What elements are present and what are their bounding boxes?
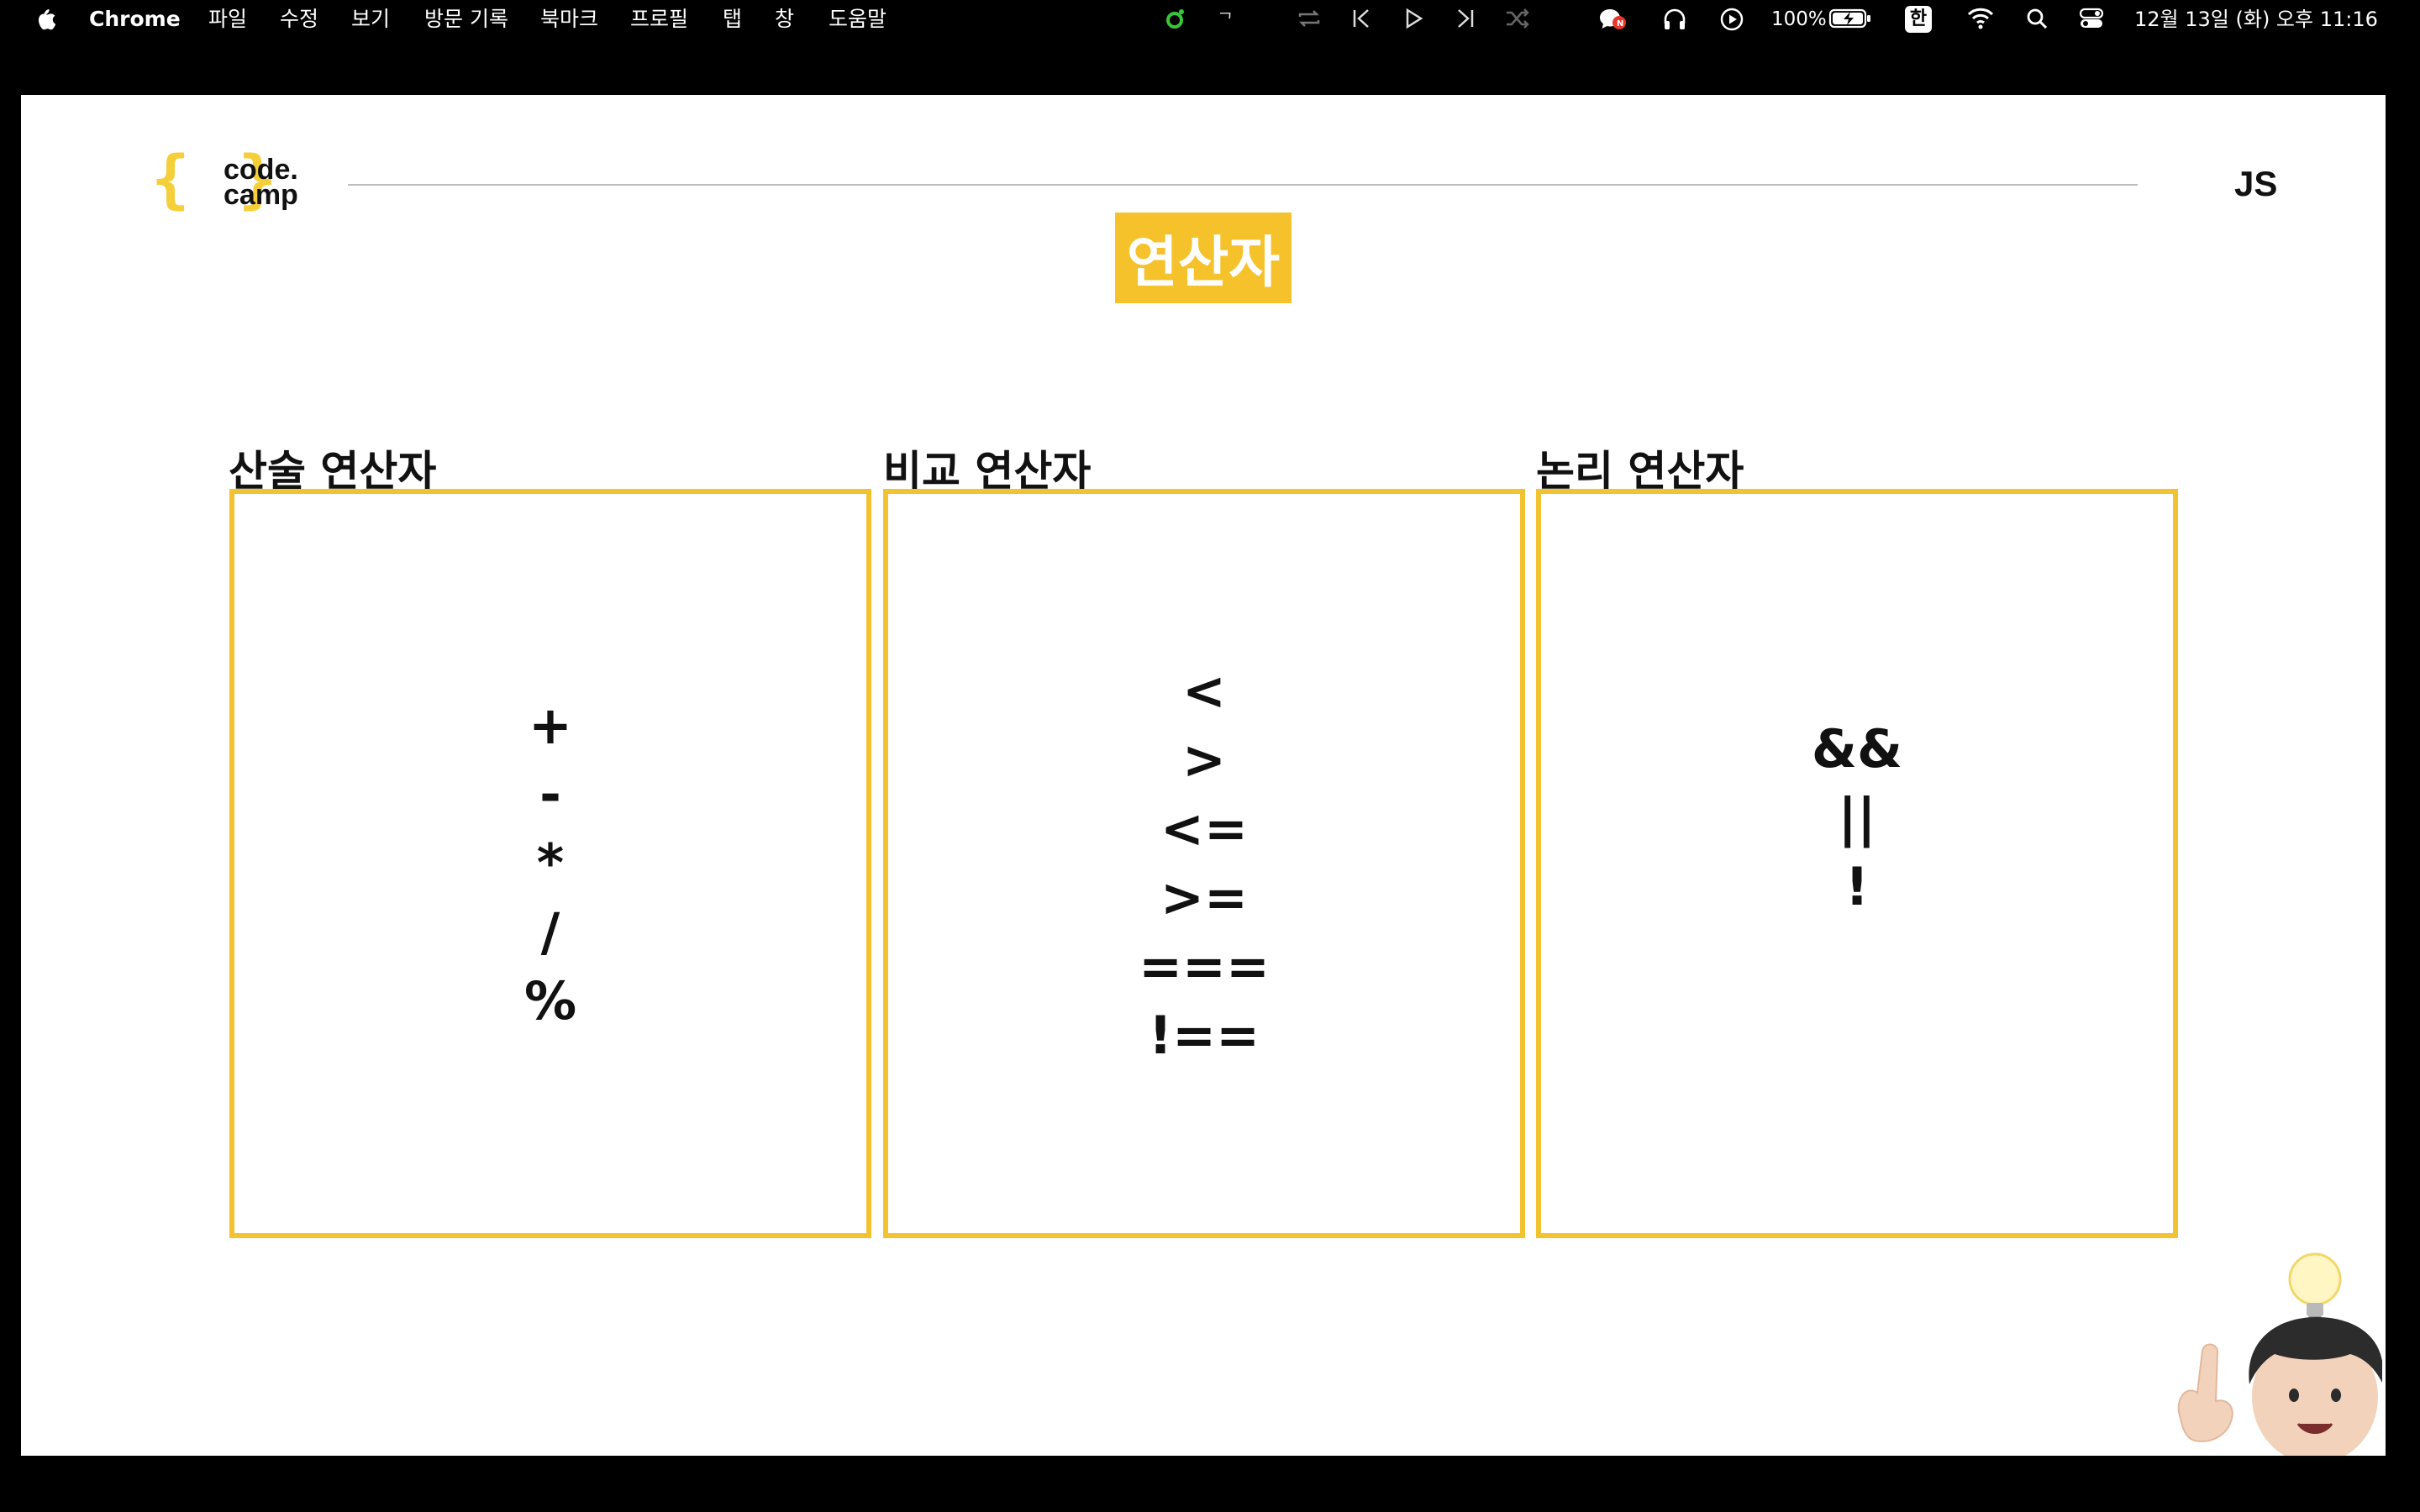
status-dot-icon[interactable]	[1164, 7, 1187, 30]
memoji-avatar	[2177, 1252, 2382, 1456]
operator-item: !==	[1148, 1005, 1260, 1066]
menu-history[interactable]: 방문 기록	[424, 7, 508, 31]
logo-line-2: camp	[224, 179, 298, 211]
menu-profiles[interactable]: 프로필	[630, 7, 689, 31]
previous-icon[interactable]	[1349, 7, 1373, 30]
shuffle-icon[interactable]	[1504, 7, 1531, 30]
chat-icon[interactable]: N	[1598, 7, 1628, 32]
battery-percent: 100%	[1771, 8, 1827, 30]
section-title-comparison: 비교 연산자	[883, 447, 1092, 496]
logo-line-1: code.	[224, 154, 298, 186]
header-divider	[348, 184, 2138, 186]
repeat-icon[interactable]	[1296, 7, 1323, 30]
operator-item: -	[539, 764, 561, 825]
corner-label: JS	[2234, 164, 2278, 203]
operator-item: *	[536, 832, 565, 894]
menu-window[interactable]: 창	[775, 7, 795, 31]
menu-view[interactable]: 보기	[351, 7, 391, 31]
play-circle-icon[interactable]	[1719, 7, 1744, 32]
operator-box-arithmetic: + - * / %	[229, 489, 871, 1238]
slide-title-text: 연산자	[1126, 230, 1281, 295]
clock[interactable]: 12월 13일 (화) 오후 11:16	[2134, 8, 2378, 31]
operator-item: !	[1844, 855, 1870, 917]
operator-item: %	[523, 970, 577, 1032]
presentation-slide: { } code. camp JS 연산자 산술 연산자 + - * / % 비…	[21, 95, 2386, 1456]
operator-list: + - * / %	[234, 691, 866, 1036]
section-title-logical: 논리 연산자	[1536, 447, 1744, 496]
next-icon[interactable]	[1454, 7, 1477, 30]
menu-tab[interactable]: 탭	[723, 7, 743, 31]
battery-icon[interactable]	[1828, 7, 1872, 30]
lightbulb-icon	[2288, 1252, 2342, 1320]
operator-item: &&	[1811, 717, 1903, 780]
operator-item: ||	[1838, 786, 1876, 848]
input-method-indicator[interactable]: 한	[1905, 6, 1932, 33]
menu-help[interactable]: 도움말	[829, 7, 887, 31]
menu-bookmarks[interactable]: 북마크	[540, 7, 599, 31]
play-icon[interactable]	[1402, 7, 1425, 30]
wifi-icon[interactable]	[1966, 7, 1995, 30]
operator-item: >=	[1160, 867, 1248, 928]
operator-item: +	[529, 695, 572, 756]
menu-file[interactable]: 파일	[208, 7, 248, 31]
operator-box-logical: && || !	[1536, 489, 2178, 1238]
operator-item: <=	[1160, 798, 1248, 859]
control-center-icon[interactable]	[2079, 7, 2104, 30]
keyboard-icon[interactable]: ᄀ	[1216, 7, 1241, 30]
menu-edit[interactable]: 수정	[280, 7, 319, 31]
menu-bar: Chrome 파일 수정 보기 방문 기록 북마크 프로필 탭 창 도움말 ᄀ …	[0, 0, 2420, 39]
operator-item: ===	[1139, 936, 1270, 997]
codecamp-logo-text: code. camp	[224, 154, 298, 211]
operator-item: >	[1182, 729, 1226, 790]
codecamp-logo-icon: { }	[151, 141, 282, 216]
headphones-icon[interactable]	[1662, 7, 1687, 32]
slide-title: 연산자	[1115, 213, 1292, 303]
section-title-arithmetic: 산술 연산자	[229, 447, 437, 496]
svg-text:N: N	[1617, 19, 1623, 29]
input-method-label: 한	[1909, 8, 1928, 29]
operator-list: < > <= >= === !==	[888, 657, 1520, 1070]
operator-list: && || !	[1541, 715, 2173, 921]
apple-icon[interactable]	[32, 5, 57, 32]
menu-app-name[interactable]: Chrome	[89, 7, 181, 31]
operator-box-comparison: < > <= >= === !==	[883, 489, 1525, 1238]
search-icon[interactable]	[2025, 7, 2049, 30]
operator-item: /	[540, 901, 560, 963]
svg-text:ᄀ: ᄀ	[1218, 9, 1233, 29]
operator-item: <	[1182, 660, 1226, 722]
